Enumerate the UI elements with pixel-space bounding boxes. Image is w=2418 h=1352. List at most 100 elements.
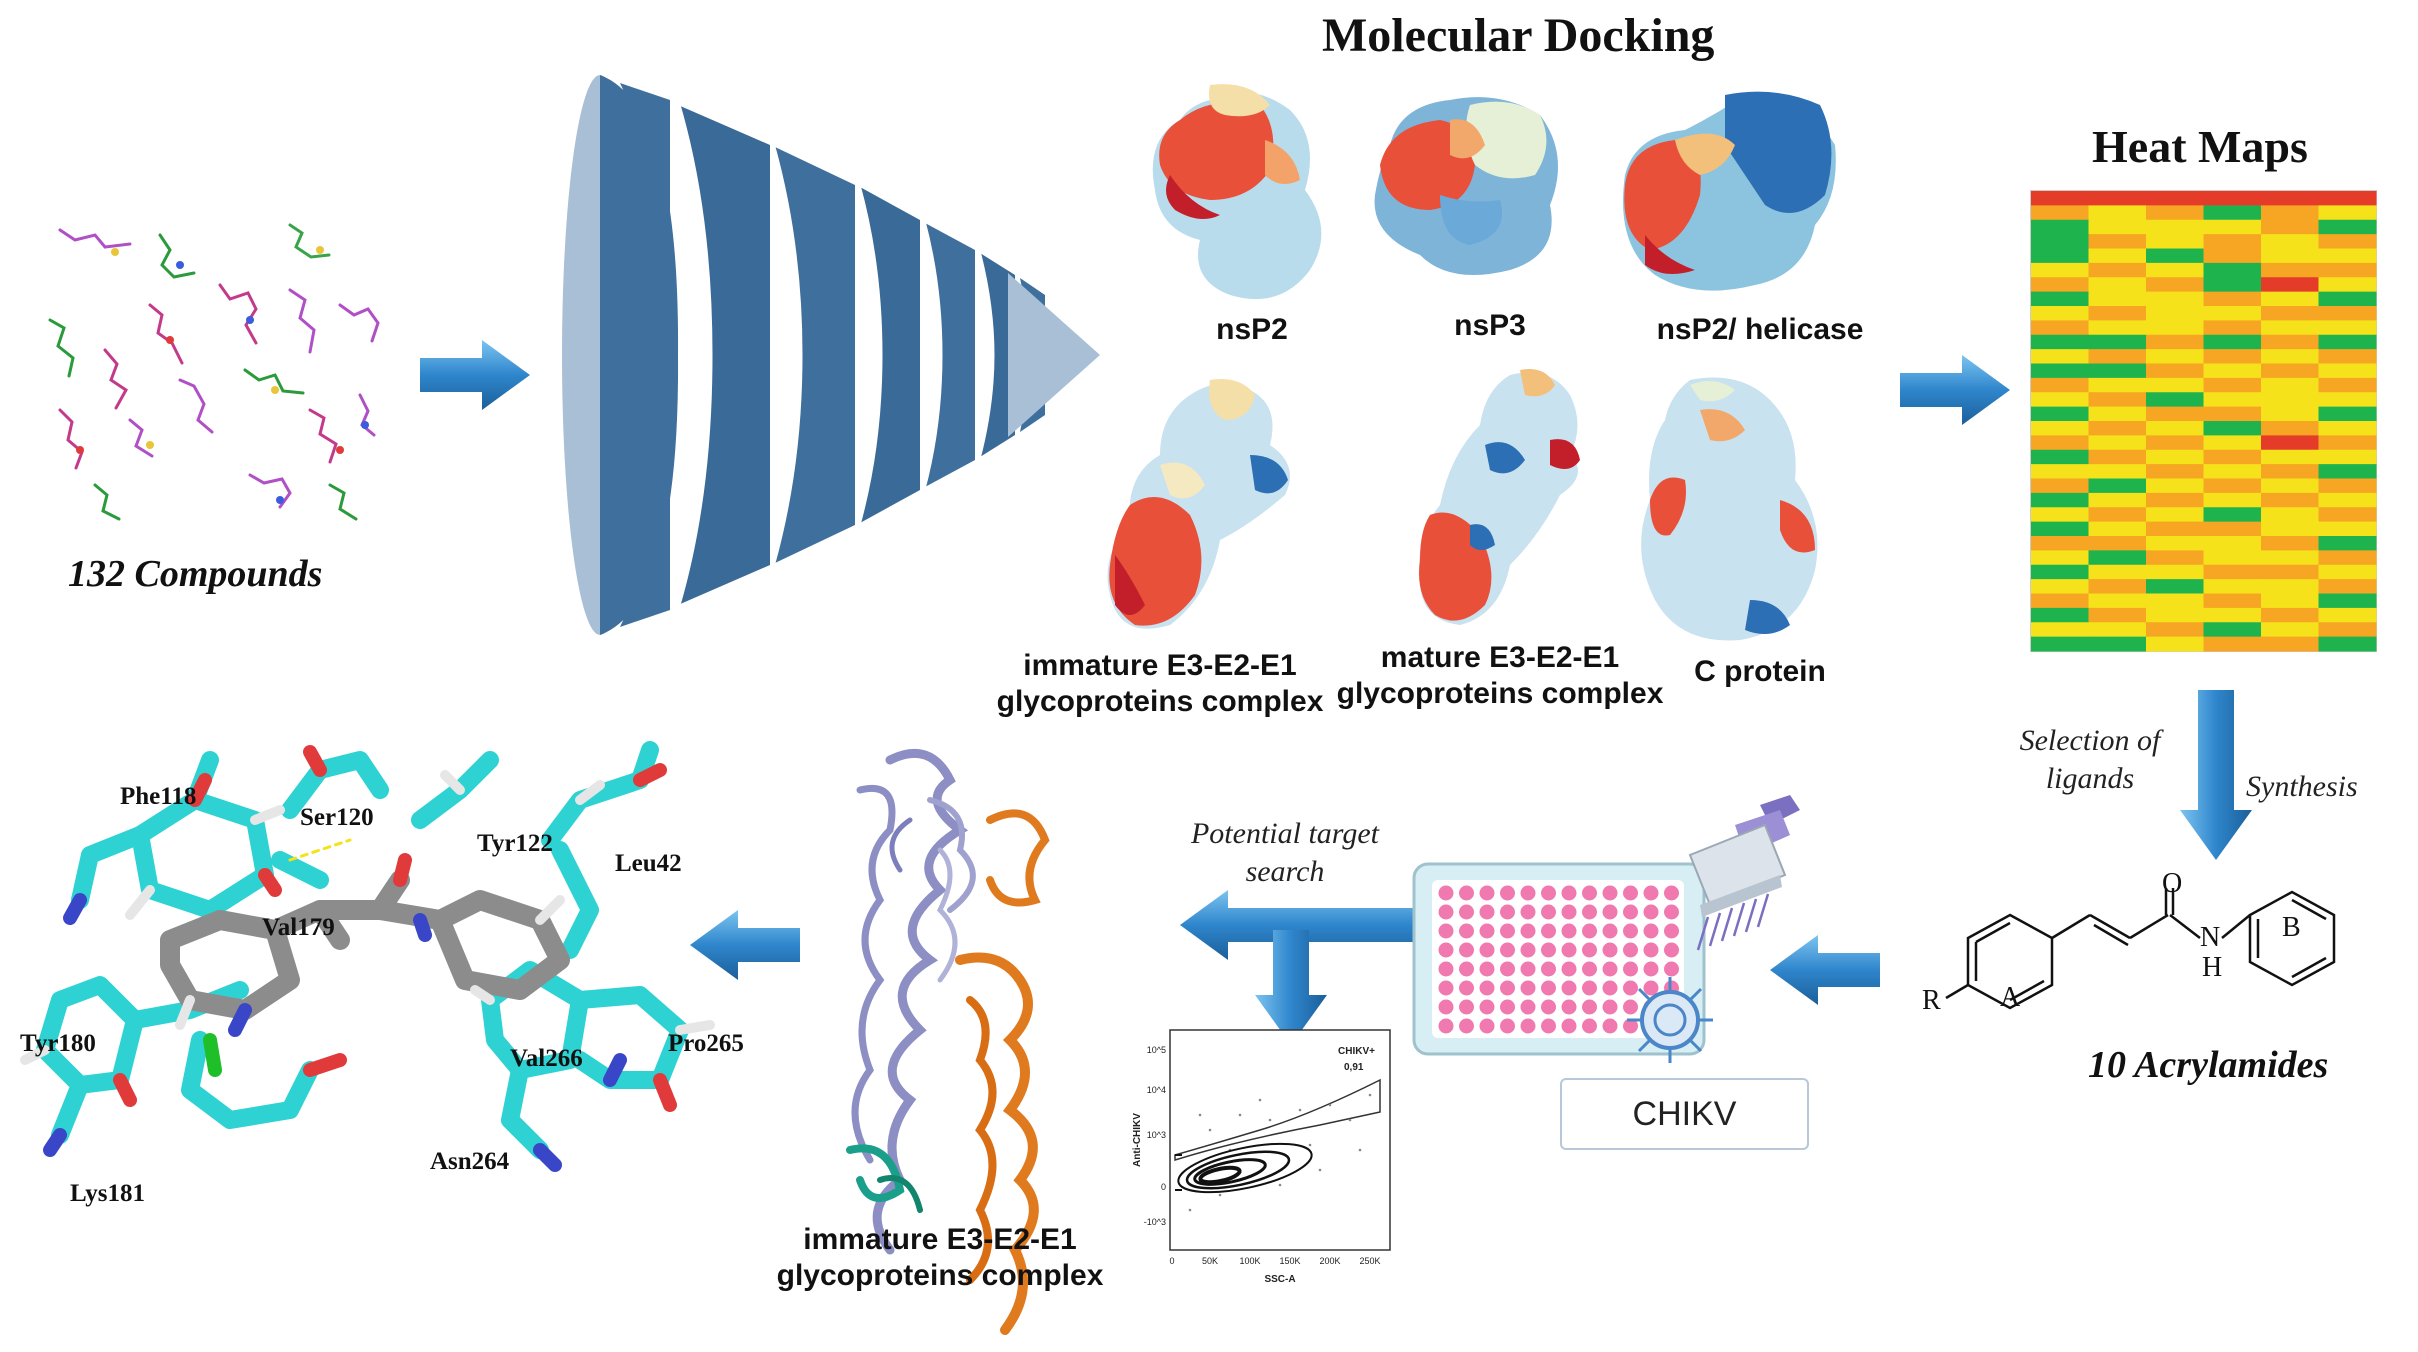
heatmap-cell bbox=[2088, 277, 2147, 293]
heatmap-cell bbox=[2031, 320, 2089, 336]
heatmap-cell bbox=[2031, 205, 2089, 221]
heatmap-cell bbox=[2146, 392, 2204, 408]
heatmap-cell bbox=[2203, 406, 2262, 422]
plate-well bbox=[1438, 923, 1454, 939]
heatmap-cell bbox=[2203, 536, 2262, 551]
heatmap-cell bbox=[2031, 464, 2089, 480]
heatmap-cell bbox=[2088, 349, 2147, 365]
protein-c-surface bbox=[1641, 377, 1818, 641]
heatmap-cell bbox=[2088, 334, 2147, 350]
heatmap-cell bbox=[2261, 248, 2319, 264]
heatmap-cell bbox=[2261, 536, 2319, 551]
heatmap-cell bbox=[2088, 449, 2147, 465]
y-tick: -10^3 bbox=[1144, 1217, 1166, 1227]
plate-well bbox=[1623, 923, 1638, 939]
plate-well bbox=[1602, 885, 1618, 901]
heatmap-cell bbox=[2146, 191, 2204, 206]
heatmap-cell bbox=[2203, 421, 2262, 436]
heatmap-cell bbox=[2318, 234, 2377, 250]
plate-well bbox=[1520, 923, 1536, 939]
residue-val179: Val179 bbox=[262, 914, 335, 941]
heatmap-cell bbox=[2261, 334, 2319, 350]
heatmap-cell bbox=[2261, 550, 2319, 566]
plate-well bbox=[1479, 942, 1495, 958]
heatmap-cell bbox=[2203, 521, 2262, 537]
heatmap-cell bbox=[2318, 205, 2377, 221]
arrow-down-icon bbox=[1255, 930, 1327, 1045]
plate-well bbox=[1500, 980, 1515, 996]
heatmap-cell bbox=[2146, 205, 2204, 221]
heatmap-cell bbox=[2318, 320, 2377, 336]
plate-well bbox=[1438, 980, 1454, 996]
heatmap-cell bbox=[2318, 579, 2377, 595]
label-nsp2-helicase: nsP2/ helicase bbox=[1656, 313, 1864, 346]
heatmap-cell bbox=[2203, 478, 2262, 494]
heatmap-cell bbox=[2088, 492, 2147, 508]
heatmap-cell bbox=[2318, 392, 2377, 408]
heatmap-cell bbox=[2088, 435, 2147, 451]
residue-lys181: Lys181 bbox=[70, 1180, 146, 1207]
heatmap-cell bbox=[2146, 320, 2204, 336]
heatmap-cell bbox=[2088, 306, 2147, 321]
label-line: Potential target bbox=[1190, 817, 1380, 850]
heatmap-cell bbox=[2146, 622, 2204, 638]
x-axis-label: SSC-A bbox=[1264, 1274, 1295, 1285]
potential-target-label: Potential target search bbox=[1160, 815, 1410, 891]
plate-well bbox=[1459, 904, 1474, 920]
atom-n: N bbox=[2200, 922, 2221, 953]
label-nsp2: nsP2 bbox=[1216, 313, 1288, 346]
x-tick: 200K bbox=[1319, 1256, 1340, 1266]
heatmap-cell bbox=[2088, 636, 2147, 652]
heatmap-cell bbox=[2261, 464, 2319, 480]
plate-well bbox=[1459, 1018, 1474, 1034]
heatmap-cell bbox=[2261, 636, 2319, 652]
plate-well bbox=[1664, 942, 1679, 958]
heatmap-cell bbox=[2031, 421, 2089, 436]
heatmap-cell bbox=[2261, 478, 2319, 494]
heatmap-cell bbox=[2088, 579, 2147, 595]
heatmap-cell bbox=[2318, 550, 2377, 566]
heatmap-cell bbox=[2088, 564, 2147, 580]
arrow-left-icon bbox=[1770, 935, 1880, 1005]
protein-mature-complex-surface bbox=[1419, 369, 1580, 625]
heatmap-cell bbox=[2088, 234, 2147, 250]
docking-pose bbox=[20, 741, 715, 1172]
plate-well bbox=[1479, 923, 1495, 939]
heatmap-cell bbox=[2203, 449, 2262, 465]
label-line: search bbox=[1245, 855, 1325, 888]
compounds-label: 132 Compounds bbox=[68, 553, 323, 595]
plate-well bbox=[1520, 980, 1536, 996]
plate-well bbox=[1643, 961, 1659, 977]
arrow-right-icon bbox=[1900, 355, 2010, 425]
heatmap-cell bbox=[2261, 406, 2319, 422]
heat-maps-title: Heat Maps bbox=[2092, 121, 2308, 172]
heatmap-cell bbox=[2031, 377, 2089, 393]
chikv-label-box: CHIKV bbox=[1560, 1078, 1809, 1150]
heatmap-cell bbox=[2318, 564, 2377, 580]
label-line: immature E3-E2-E1 bbox=[1023, 649, 1297, 682]
heatmap-cell bbox=[2088, 593, 2147, 609]
plate-well bbox=[1438, 999, 1454, 1015]
heatmap-cell bbox=[2146, 607, 2204, 623]
heatmap-cell bbox=[2088, 291, 2147, 307]
plate-well bbox=[1459, 999, 1474, 1015]
heatmap-cell bbox=[2261, 607, 2319, 623]
heatmap-cell bbox=[2146, 435, 2204, 451]
plate-well bbox=[1582, 1018, 1597, 1034]
heatmap-cell bbox=[2031, 306, 2089, 321]
arrow-left-icon bbox=[1180, 890, 1415, 960]
plate-well bbox=[1643, 923, 1659, 939]
atom-r: R bbox=[1922, 985, 1941, 1016]
plate-well bbox=[1623, 961, 1638, 977]
heatmap-cell bbox=[2088, 377, 2147, 393]
heatmap-cell bbox=[2031, 435, 2089, 451]
plate-well bbox=[1459, 980, 1474, 996]
heatmap-cell bbox=[2318, 306, 2377, 321]
heatmap-cell bbox=[2146, 406, 2204, 422]
protein-immature-complex-surface bbox=[1107, 379, 1290, 629]
plate-well bbox=[1541, 999, 1556, 1015]
heatmap-cell bbox=[2031, 564, 2089, 580]
atom-o: O bbox=[2162, 868, 2183, 899]
heatmap-cell bbox=[2203, 579, 2262, 595]
heatmap-cell bbox=[2318, 478, 2377, 494]
